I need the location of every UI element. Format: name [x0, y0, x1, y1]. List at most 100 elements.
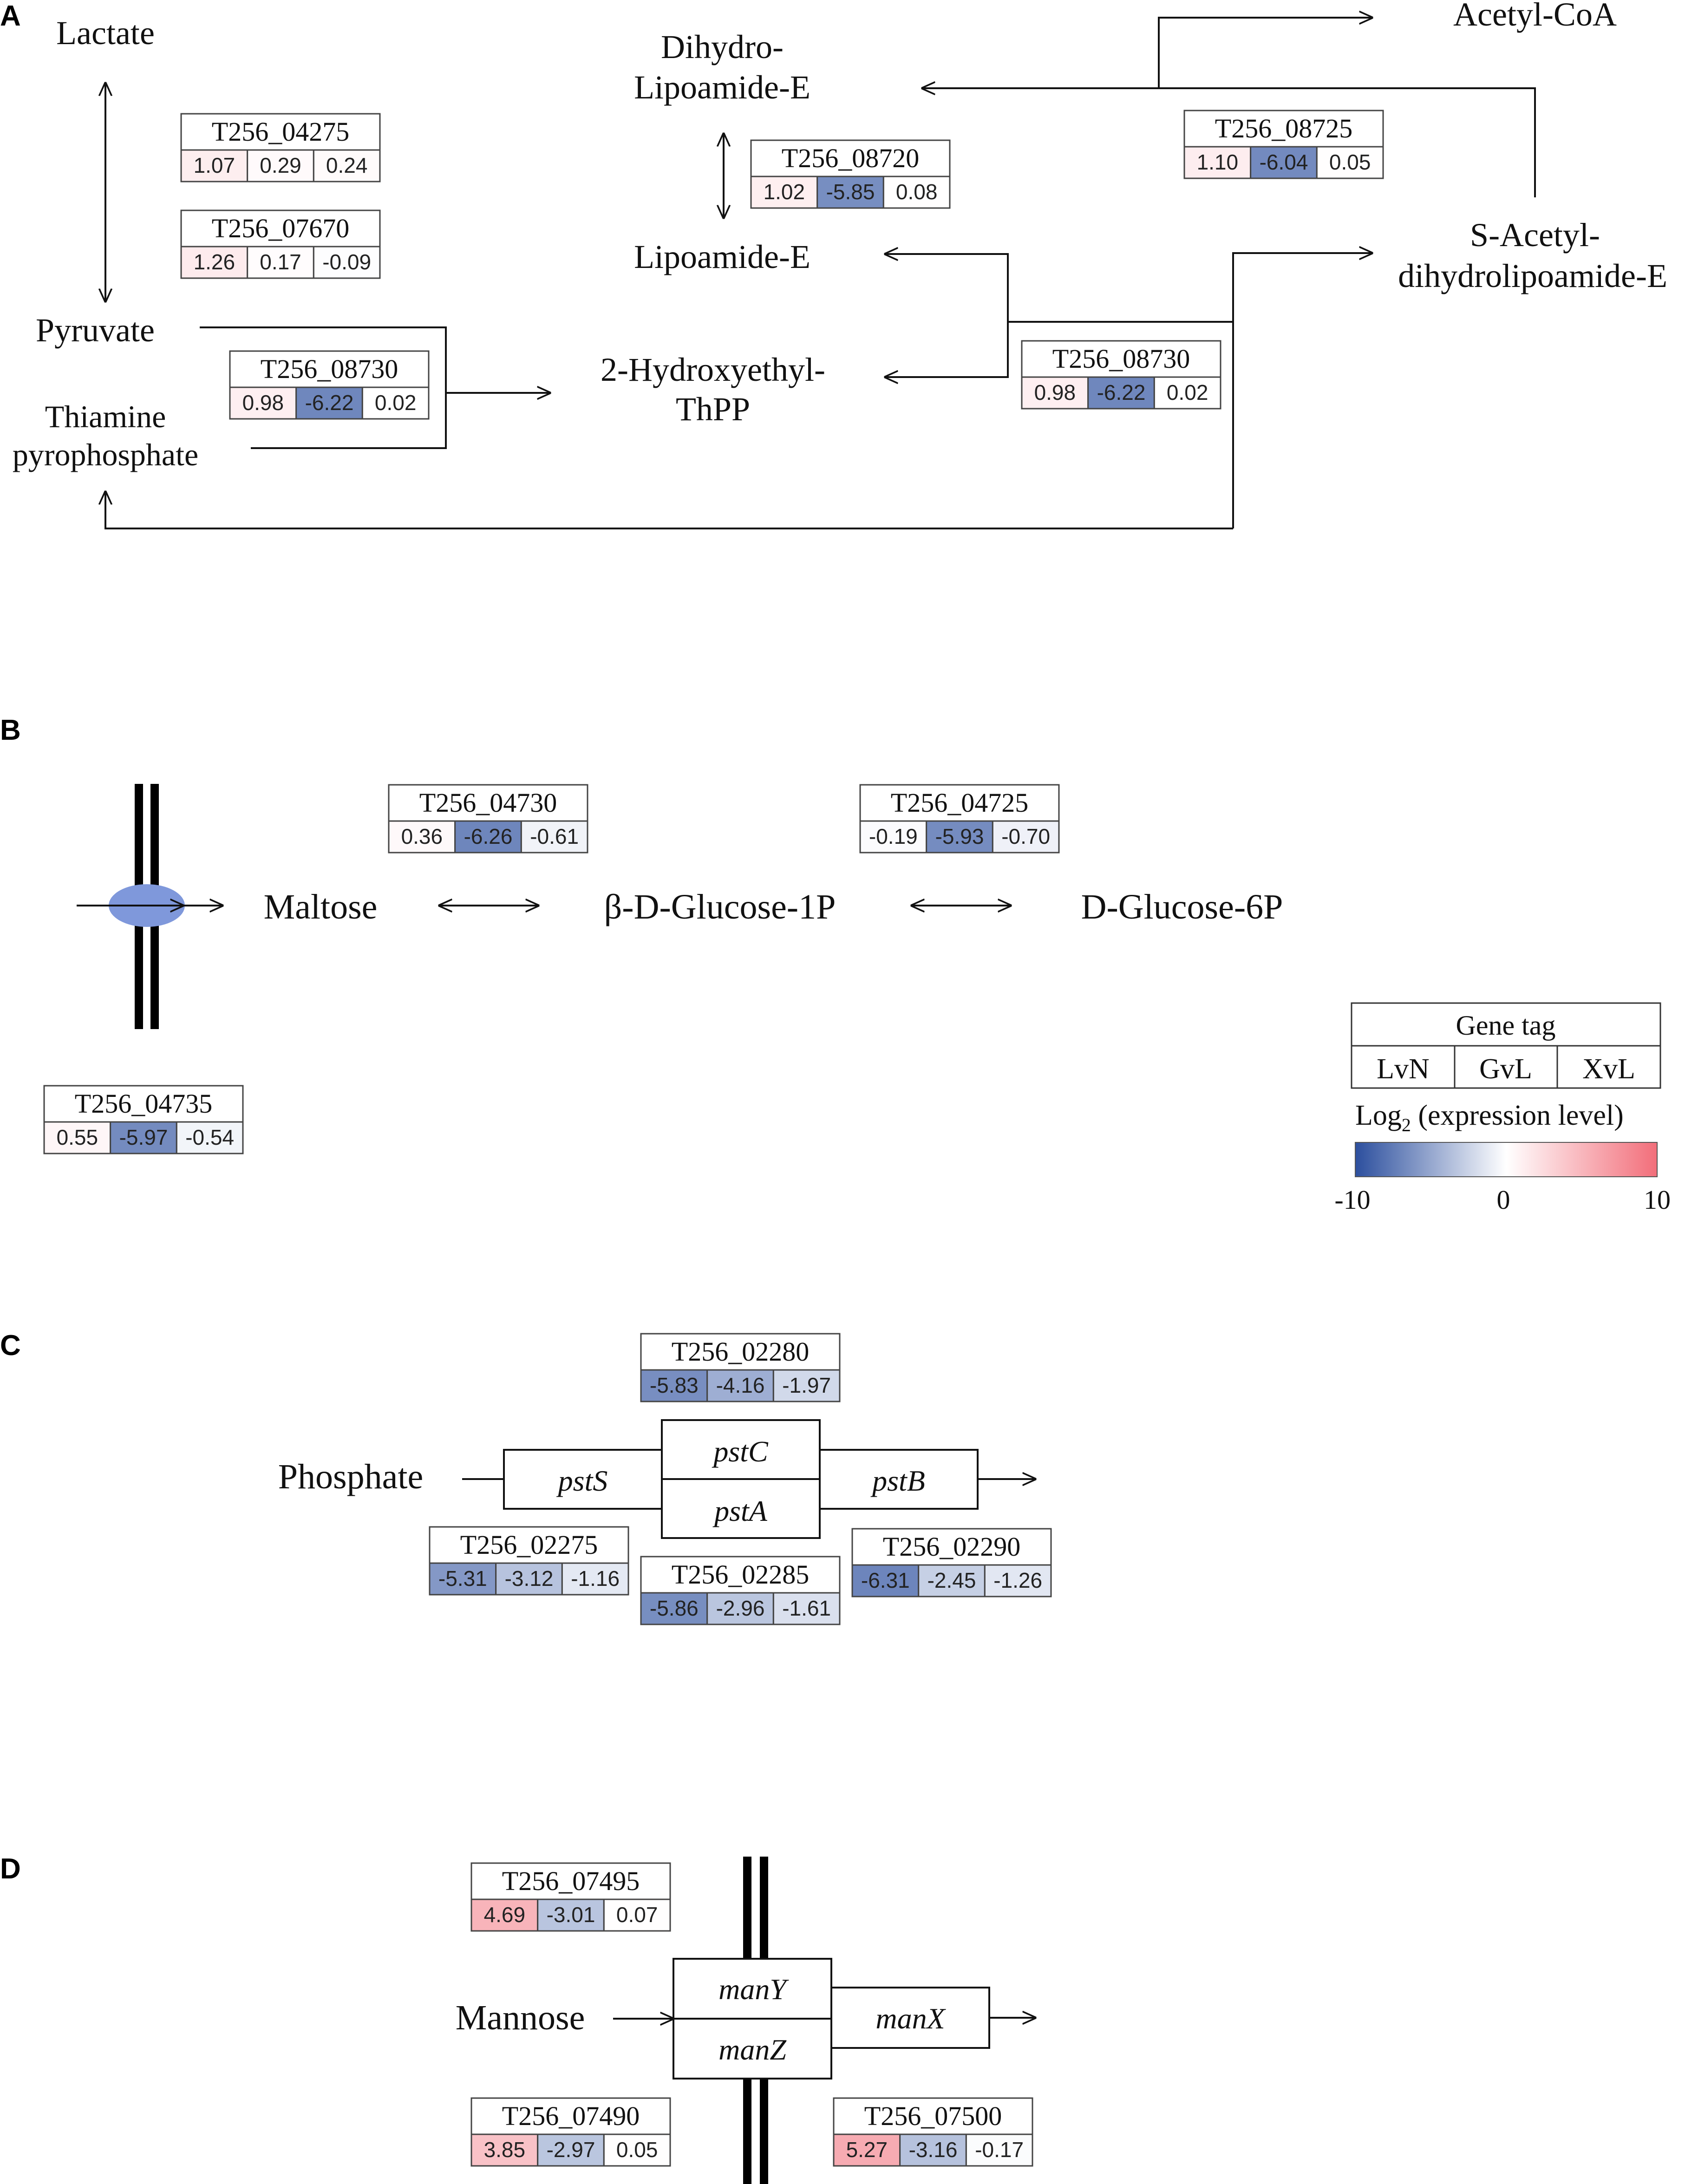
expression-value: 0.08	[896, 180, 938, 204]
expression-value: -6.31	[861, 1568, 910, 1592]
expression-value: -6.22	[305, 391, 354, 415]
expression-value: -6.04	[1260, 150, 1308, 174]
gene-box-c_02280: T256_02280 -5.83 -4.16 -1.97	[640, 1333, 841, 1402]
arrow-return-to-thiamine	[105, 491, 1233, 529]
label-glucose-6p: D-Glucose-6P	[1081, 887, 1283, 926]
label-pyruvate: Pyruvate	[36, 312, 155, 349]
arrow-lipoamide-hydroxyethyl	[885, 254, 1009, 377]
expression-value: -2.96	[716, 1596, 765, 1620]
expression-value: -1.26	[993, 1568, 1042, 1592]
panel-d: Mannose manY manZ manX	[456, 1857, 1036, 2184]
expression-cell	[706, 1592, 774, 1625]
gene-manY: manY	[718, 1973, 789, 2006]
expression-value: 0.98	[242, 391, 284, 415]
expression-cell	[772, 1369, 841, 1402]
expression-value: 0.55	[57, 1125, 98, 1149]
expression-cell	[992, 820, 1060, 854]
expression-cell	[537, 2133, 605, 2167]
expression-value: 0.29	[260, 153, 301, 177]
expression-value: -0.17	[975, 2138, 1024, 2162]
expression-value: -5.93	[935, 824, 984, 848]
expression-cell	[984, 1564, 1052, 1597]
expression-cell	[1183, 146, 1252, 179]
gene-box-c_02275: T256_02275-5.31-3.12-1.16	[429, 1526, 629, 1596]
gene-id: T256_07670	[212, 213, 349, 243]
expression-cell	[851, 1564, 920, 1597]
expression-cell	[833, 2133, 901, 2167]
expression-value: -2.97	[547, 2138, 595, 2162]
expression-value: -3.01	[547, 1903, 595, 1927]
expression-cell	[361, 386, 430, 420]
expression-cell	[1153, 376, 1221, 410]
expression-cell	[313, 149, 381, 183]
expression-value: -5.31	[438, 1566, 487, 1591]
expression-cell	[816, 176, 884, 209]
panel-b: Maltose β-D-Glucose-1P D-Glucose-6P	[77, 784, 1283, 1029]
expression-value: -3.16	[909, 2138, 958, 2162]
expression-value: 3.85	[484, 2138, 526, 2162]
bracket-pyruvate-thiamine	[200, 326, 447, 449]
expression-value: -3.12	[505, 1566, 554, 1591]
label-lipoamide: Lipoamide-E	[634, 238, 810, 275]
expression-value: -0.19	[869, 824, 918, 848]
expression-value: -5.85	[826, 180, 875, 204]
expression-cell	[180, 149, 248, 183]
gene-pstS: pstS	[556, 1464, 608, 1497]
expression-value: -1.16	[571, 1566, 620, 1591]
pstB-box	[819, 1449, 979, 1510]
expression-value: 0.36	[401, 824, 443, 848]
expression-value: -5.83	[650, 1373, 699, 1397]
expression-cell	[603, 2133, 671, 2167]
label-acetyl-coa: Acetyl-CoA	[1453, 0, 1617, 33]
expression-cell	[859, 820, 927, 854]
expression-value: -4.16	[716, 1373, 765, 1397]
label-sacetyl-2: dihydrolipoamide-E	[1398, 257, 1667, 294]
gene-id: T256_02290	[883, 1532, 1020, 1562]
expression-value: -1.97	[782, 1373, 831, 1397]
legend-min-label: -10	[1334, 1185, 1370, 1215]
expression-value: -1.61	[782, 1596, 831, 1620]
expression-cell	[640, 1369, 708, 1402]
legend-scale-sub: 2	[1402, 1115, 1411, 1135]
expression-cell	[1316, 146, 1384, 179]
expression-cell	[43, 1121, 111, 1154]
label-glucose-1p: β-D-Glucose-1P	[604, 887, 836, 926]
expression-value: 1.02	[764, 180, 805, 204]
gene-box-b_04725: T256_04725-0.19-5.93-0.70	[859, 784, 1060, 854]
expression-value: 0.05	[1329, 150, 1371, 174]
expression-value: 4.69	[484, 1903, 526, 1927]
gene-box-c_02290: T256_02290 -6.31 -2.45 -1.26	[851, 1528, 1052, 1597]
expression-cell	[229, 386, 297, 420]
expression-value: -5.86	[650, 1596, 699, 1620]
gene-id: T256_04735	[75, 1089, 212, 1119]
gene-id: T256_02280	[672, 1336, 809, 1367]
panel-a	[105, 18, 1536, 529]
expression-value: -0.61	[530, 824, 579, 848]
expression-cell	[772, 1592, 841, 1625]
expression-cell	[603, 1898, 671, 1932]
label-thiamine-2: pyrophosphate	[13, 437, 198, 472]
pstS-box	[503, 1449, 663, 1510]
expression-value: -0.09	[322, 250, 371, 274]
expression-cell	[1087, 376, 1155, 410]
panel-label-c: C	[0, 1330, 21, 1362]
expression-cell	[882, 176, 951, 209]
gene-manZ: manZ	[718, 2033, 787, 2066]
gene-id: T256_04730	[419, 788, 557, 818]
expression-value: -2.45	[927, 1568, 976, 1592]
arrow-sacetyl-to-dihydro	[922, 88, 1536, 197]
expression-value: 0.05	[616, 2138, 658, 2162]
legend-title: Gene tag	[1456, 1010, 1556, 1041]
expression-value: 0.24	[326, 153, 368, 177]
expression-value: 0.02	[1167, 380, 1208, 404]
expression-value: 0.98	[1034, 380, 1076, 404]
expression-cell	[750, 176, 818, 209]
